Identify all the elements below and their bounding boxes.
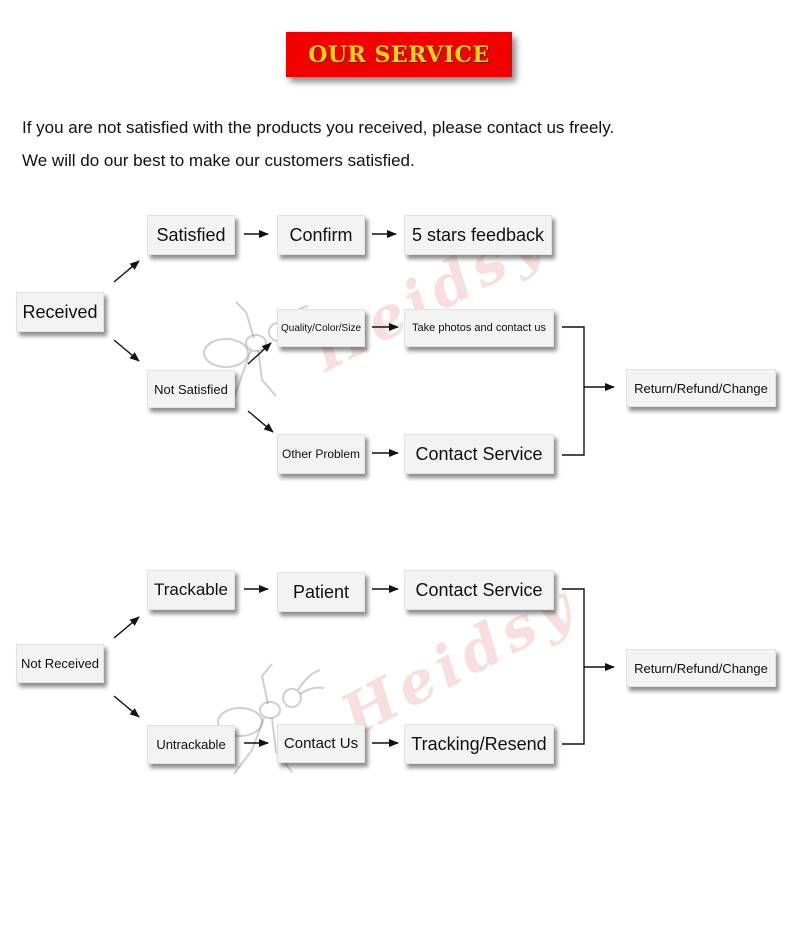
node-five-stars: 5 stars feedback	[404, 215, 552, 255]
node-trackable: Trackable	[147, 570, 235, 610]
banner-title: OUR SERVICE	[308, 41, 490, 68]
node-contact-us: Contact Us	[277, 724, 365, 763]
node-label: Tracking/Resend	[411, 733, 547, 754]
node-contact-service-2: Contact Service	[404, 570, 554, 610]
node-label: Trackable	[153, 580, 228, 599]
node-label: Contact Us	[283, 735, 359, 752]
node-tracking-resend: Tracking/Resend	[404, 724, 554, 764]
intro-line-2: We will do our best to make our customer…	[22, 151, 415, 170]
node-label: Contact Service	[415, 443, 543, 464]
node-label: Not Received	[20, 656, 100, 671]
ant-logo-icon	[217, 663, 325, 775]
node-label: 5 stars feedback	[411, 224, 545, 245]
node-label: Return/Refund/Change	[634, 660, 768, 676]
node-label: Not Satisfied	[154, 381, 228, 397]
node-label: Quality/Color/Size	[280, 322, 362, 334]
node-not-received: Not Received	[16, 644, 104, 683]
intro-line-1: If you are not satisfied with the produc…	[22, 118, 615, 137]
node-contact-service: Contact Service	[404, 434, 554, 474]
node-take-photos: Take photos and contact us	[404, 309, 554, 347]
node-received: Received	[16, 292, 104, 332]
node-patient: Patient	[277, 572, 365, 612]
node-label: Received	[22, 301, 98, 322]
node-label: Patient	[292, 581, 350, 602]
node-not-satisfied: Not Satisfied	[147, 370, 235, 408]
node-label: Return/Refund/Change	[634, 380, 768, 396]
node-label: Untrackable	[156, 737, 226, 752]
node-label: Contact Service	[415, 579, 543, 600]
node-label: Other Problem	[281, 447, 361, 461]
title-banner: OUR SERVICE	[286, 32, 512, 77]
node-label: Confirm	[289, 224, 353, 245]
node-quality: Quality/Color/Size	[277, 309, 365, 347]
node-satisfied: Satisfied	[147, 215, 235, 255]
node-confirm: Confirm	[277, 215, 365, 255]
node-untrackable: Untrackable	[147, 725, 235, 764]
node-other-problem: Other Problem	[277, 434, 365, 474]
node-label: Satisfied	[156, 224, 226, 245]
node-label: Take photos and contact us	[412, 322, 546, 334]
node-result-2: Return/Refund/Change	[626, 649, 776, 687]
node-result-1: Return/Refund/Change	[626, 369, 776, 407]
